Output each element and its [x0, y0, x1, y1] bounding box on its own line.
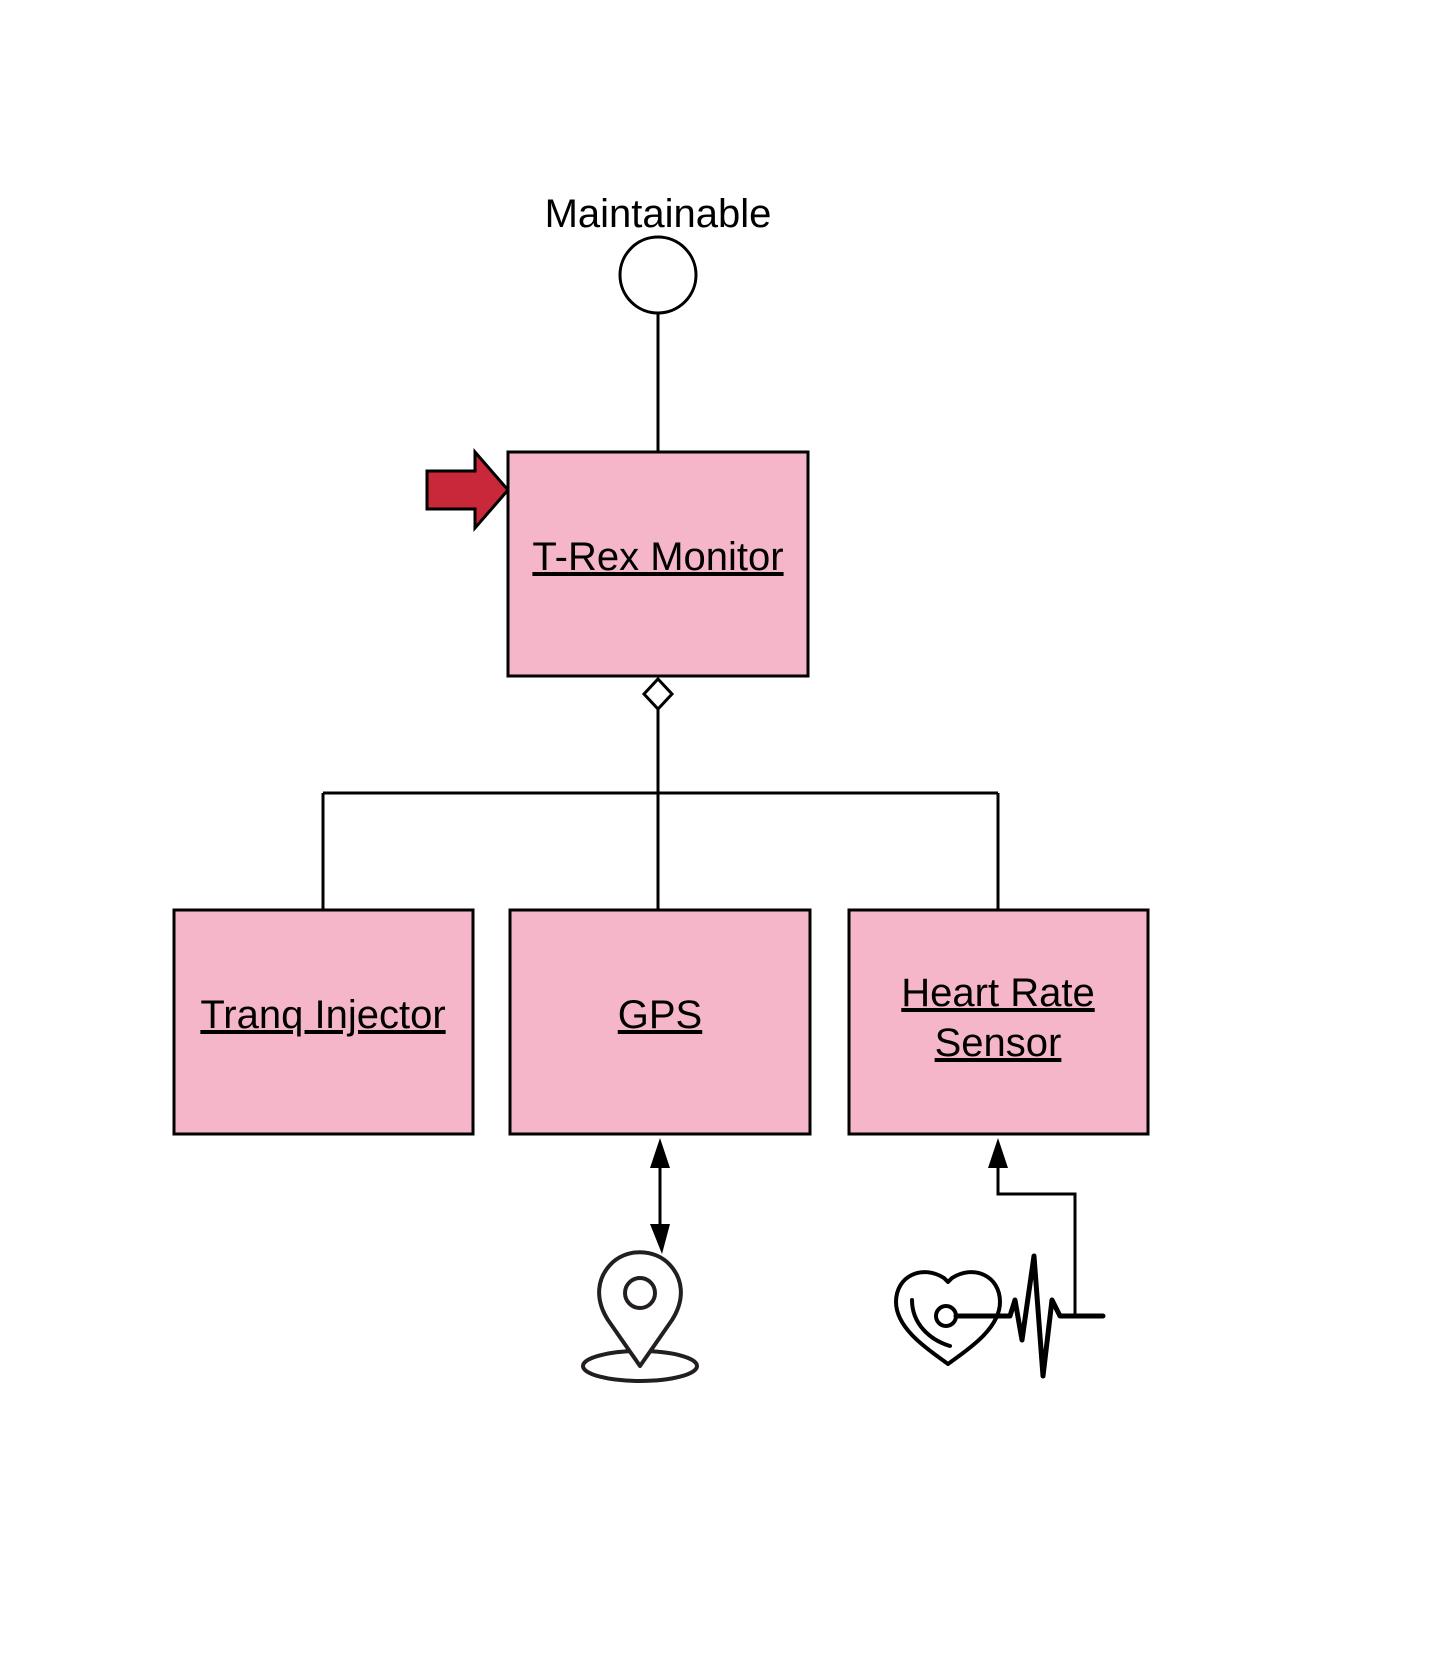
- node-gps[interactable]: GPS: [508, 908, 812, 1136]
- node-label: T-Rex Monitor: [532, 535, 783, 579]
- node-label-line2: Sensor: [935, 1021, 1062, 1065]
- arrowhead-up: [988, 1138, 1008, 1168]
- node-box: [506, 450, 810, 678]
- right-arrow-icon: [425, 447, 510, 533]
- node-box: [847, 908, 1150, 1136]
- interface-circle[interactable]: [618, 235, 698, 315]
- node-label: GPS: [618, 993, 702, 1037]
- aggregation-diamond: [641, 676, 675, 712]
- node-label: Tranq Injector: [200, 993, 445, 1037]
- interface-label: Maintainable: [545, 192, 772, 236]
- arrowhead-up: [650, 1138, 670, 1168]
- node-trex-monitor[interactable]: T-Rex Monitor: [506, 450, 810, 678]
- heartbeat-icon: [894, 1253, 1106, 1379]
- gps-bidirectional-connector: [650, 1138, 670, 1254]
- arrowhead-down: [650, 1224, 670, 1254]
- node-tranq-injector[interactable]: Tranq Injector: [172, 908, 475, 1136]
- node-label-line1: Heart Rate: [901, 971, 1094, 1015]
- heart-sensor-connector: [988, 1138, 1077, 1316]
- node-heart-rate-sensor[interactable]: Heart Rate Sensor: [847, 908, 1150, 1136]
- map-pin-icon: [581, 1250, 699, 1383]
- node-box: [508, 908, 812, 1136]
- node-box: [172, 908, 475, 1136]
